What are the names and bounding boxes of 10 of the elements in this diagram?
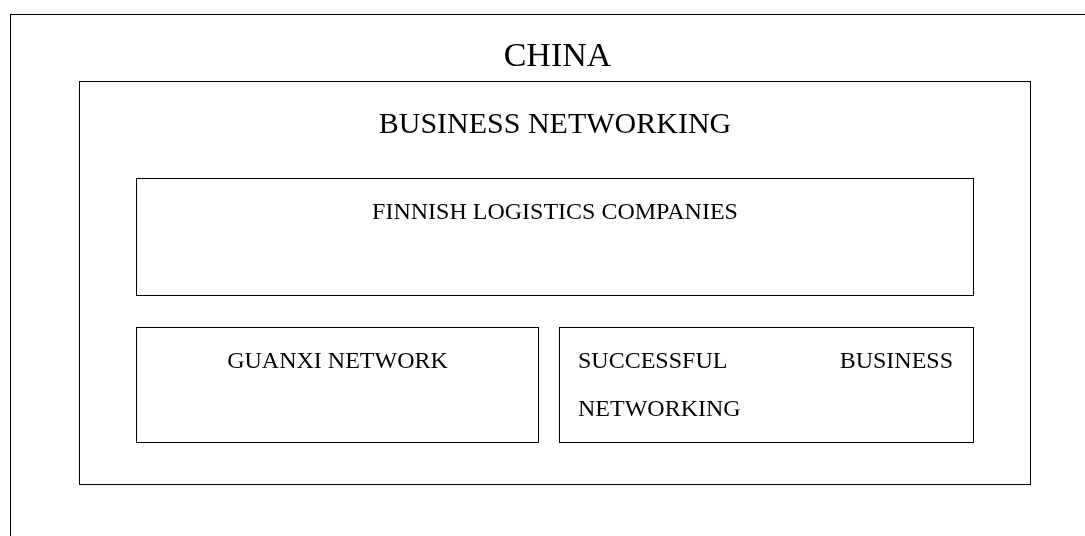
outer-region-box (10, 14, 1085, 536)
box-label: FINNISH LOGISTICS COMPANIES (371, 197, 739, 226)
group-box (79, 81, 1031, 485)
inner-box (136, 327, 539, 443)
box-label: GUANXI NETWORK (226, 346, 449, 375)
group-title: BUSINESS NETWORKING (377, 105, 733, 141)
box-label: SUCCESSFUL BUSINESS NETWORKING (578, 346, 953, 423)
inner-box (136, 178, 974, 296)
inner-box (559, 327, 974, 443)
region-title: CHINA (502, 35, 613, 75)
